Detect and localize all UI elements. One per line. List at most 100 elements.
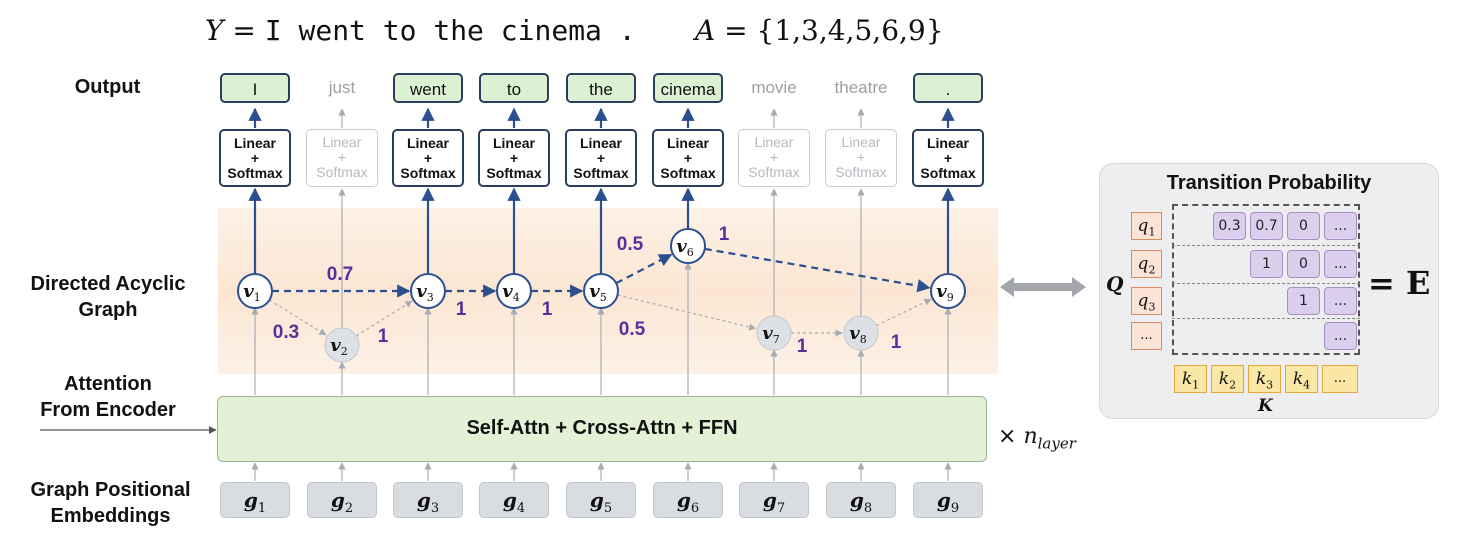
dag-node: v2 (324, 327, 360, 363)
dag-edge (269, 299, 327, 336)
edge-weight-label: 1 (891, 332, 902, 353)
layer-count: × nlayer (998, 424, 1076, 452)
edge-weight-label: 1 (378, 326, 389, 347)
decoder-layer: Self-Attn + Cross-Attn + FFN (217, 396, 987, 462)
dag-node-circle (324, 327, 360, 363)
key-cell: k4 (1285, 365, 1318, 393)
dag-node: v4 (496, 273, 532, 309)
dag-node-circle (843, 315, 879, 351)
output-row-label: Output (74, 76, 141, 98)
query-cell: q3 (1131, 287, 1162, 315)
dag-node-circle (930, 273, 966, 309)
positional-embedding: g3 (393, 482, 463, 518)
positional-embedding: g4 (479, 482, 549, 518)
transition-matrix-cell: 0 (1287, 250, 1320, 278)
key-cell: k3 (1248, 365, 1281, 393)
transition-matrix-cell: 1 (1287, 287, 1320, 315)
positional-embedding: g9 (913, 482, 983, 518)
output-token-box: to (479, 73, 549, 103)
positional-embedding: g8 (826, 482, 896, 518)
key-cell: ... (1322, 365, 1358, 393)
transition-matrix-cell: 1 (1250, 250, 1283, 278)
positional-embedding: g6 (653, 482, 723, 518)
positional-row-label: Graph Positional Embeddings (30, 479, 191, 527)
dag-edge (615, 253, 673, 285)
q-matrix-label: Q (1106, 272, 1124, 296)
dag-node: v3 (410, 273, 446, 309)
linear-softmax-box: Linear+Softmax (565, 129, 637, 187)
dag-edge (704, 247, 931, 293)
output-token-box: the (566, 73, 636, 103)
query-cell: q1 (1131, 212, 1162, 240)
matrix-frame (1172, 204, 1360, 355)
edge-weight-label: 0.5 (617, 234, 644, 255)
transition-matrix-cell: ... (1324, 250, 1357, 278)
matrix-row-divider (1172, 283, 1360, 284)
transition-matrix-cell: 0.3 (1213, 212, 1246, 240)
decoder-label: Self-Attn + Cross-Attn + FFN (466, 417, 738, 439)
dag-node: v6 (670, 228, 706, 264)
output-token-box: I (220, 73, 290, 103)
edge-weight-label: 0.5 (619, 319, 646, 340)
dag-edge (876, 298, 932, 327)
n-symbol: nlayer (1023, 424, 1076, 453)
edge-weight-label: 0.3 (273, 322, 299, 343)
a-equals: = (724, 14, 748, 47)
dag-node: v1 (237, 273, 273, 309)
edge-weight-label: 0.7 (327, 264, 353, 285)
linear-softmax-box: Linear+Softmax (912, 129, 984, 187)
transition-title: Transition Probability (1166, 172, 1372, 194)
matrix-row-divider (1172, 245, 1360, 246)
key-cell: k1 (1174, 365, 1207, 393)
target-sentence-formula: Y = I went to the cinema . (205, 14, 636, 47)
y-equals: = (232, 14, 256, 47)
dag-node-circle (583, 273, 619, 309)
dag-node-circle (237, 273, 273, 309)
dag-node-circle (410, 273, 446, 309)
edge-weight-label: 1 (542, 299, 553, 320)
dag-node: v8 (843, 315, 879, 351)
output-token-candidate: movie (751, 78, 797, 97)
edge-weight-label: 1 (797, 336, 808, 357)
dag-node: v7 (756, 315, 792, 351)
output-token-box: went (393, 73, 463, 103)
edge-weight-label: 1 (456, 299, 467, 320)
transition-matrix-cell: 0 (1287, 212, 1320, 240)
k-matrix-label: K (1258, 396, 1273, 416)
transition-matrix-cell: ... (1324, 287, 1357, 315)
dag-node-circle (756, 315, 792, 351)
y-symbol: Y (205, 14, 224, 47)
dag-node: v5 (583, 273, 619, 309)
matrix-row-divider (1172, 318, 1360, 319)
linear-softmax-box: Linear+Softmax (738, 129, 810, 187)
positional-embedding: g5 (566, 482, 636, 518)
query-cell: ... (1131, 322, 1162, 350)
dag-node-circle (496, 273, 532, 309)
positional-embedding: g2 (307, 482, 377, 518)
linear-softmax-box: Linear+Softmax (306, 129, 378, 187)
times-symbol: × (998, 424, 1017, 449)
attention-row-label: Attention From Encoder (40, 373, 176, 421)
output-token-candidate: theatre (834, 78, 888, 97)
linear-softmax-box: Linear+Softmax (392, 129, 464, 187)
equivalence-arrow (1000, 277, 1086, 297)
dag-row-label: Directed Acyclic Graph (30, 273, 186, 321)
alignment-set-formula: A = {1,3,4,5,6,9} (695, 14, 944, 47)
transition-matrix-cell: ... (1324, 322, 1357, 350)
edge-weight-label: 1 (719, 224, 730, 245)
output-token-box: . (913, 73, 983, 103)
equals-e: = E (1368, 264, 1431, 302)
dag-node-circle (670, 228, 706, 264)
transition-matrix-cell: 0.7 (1250, 212, 1283, 240)
key-cell: k2 (1211, 365, 1244, 393)
dag-node: v9 (930, 273, 966, 309)
positional-embedding: g1 (220, 482, 290, 518)
dag-edge (356, 300, 413, 337)
linear-softmax-box: Linear+Softmax (652, 129, 724, 187)
linear-softmax-box: Linear+Softmax (825, 129, 897, 187)
linear-softmax-box: Linear+Softmax (219, 129, 291, 187)
a-symbol: A (695, 14, 716, 47)
query-cell: q2 (1131, 250, 1162, 278)
